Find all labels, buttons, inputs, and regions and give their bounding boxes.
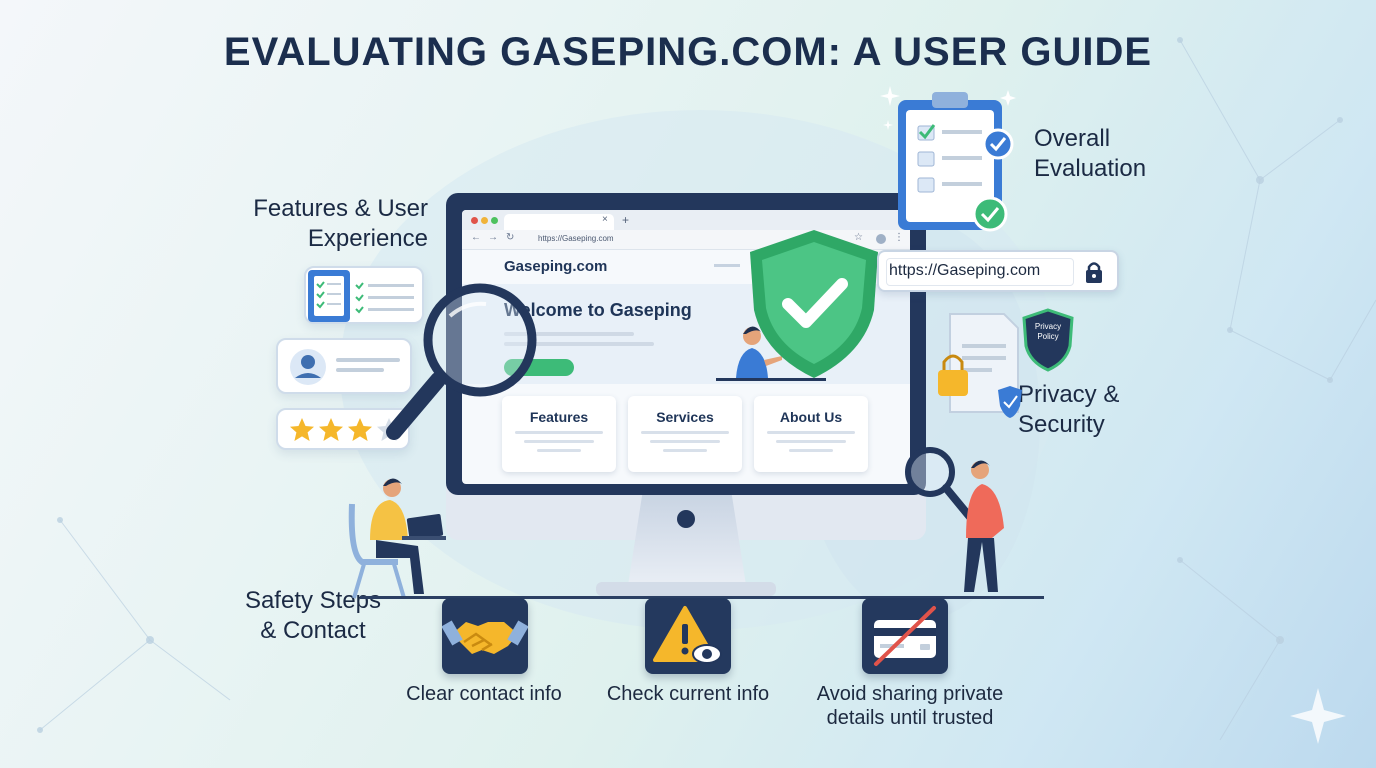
tab-close-icon[interactable]: × [602,214,608,225]
handshake-icon-box [441,598,529,674]
features-card-title: Features [529,409,589,425]
forward-icon[interactable]: → [488,232,498,243]
monitor-power-button [677,510,695,528]
services-card-title: Services [656,409,714,425]
sparkle-decoration [880,86,1016,130]
warning-eye-icon [653,606,722,664]
user-avatar-icon [290,349,400,385]
star-icon [290,418,314,441]
no-card-icon-box [862,598,948,674]
magnifier-icon [386,283,537,440]
privacy-policy-badge: Privacy Policy [1034,322,1062,341]
bookmark-icon[interactable]: ☆ [854,232,863,243]
star-icon [319,418,343,441]
url-field[interactable] [886,258,1074,286]
site-name: Gaseping.com [504,258,608,275]
page-title: EVALUATING GASEPING.COM: A USER GUIDE [223,30,1153,74]
welcome-heading: Welcome to Gaseping [504,300,692,320]
maximize-dot[interactable] [491,217,498,224]
step-caption-private-details: Avoid sharing private details until trus… [816,683,1004,729]
features-card[interactable]: Features [502,396,616,472]
step-caption-contact: Clear contact info [406,683,562,705]
reload-icon[interactable]: ↻ [506,232,515,243]
safety-contact-label: Safety Steps & Contact [244,587,382,644]
monitor-base [596,582,776,596]
address-text[interactable]: https://Gaseping.com [538,234,614,243]
person-with-laptop-illustration [348,478,446,599]
user-profile-card [276,338,412,394]
about-us-card-title: About Us [779,409,843,425]
star-rating [290,418,401,441]
screen-person-illustration [716,326,826,381]
person-with-magnifier-illustration [905,447,1004,592]
monitor-stand [628,495,746,585]
browser-tab[interactable] [504,214,614,230]
handshake-icon [441,620,529,654]
close-dot[interactable] [471,217,478,224]
step-caption-current-info: Check current info [606,683,770,705]
url-text: https://Gaseping.com [889,262,1041,279]
features-ux-label: Features & User Experience [253,195,428,252]
shield-check-icon [750,230,878,378]
nav-line [714,264,740,267]
services-card[interactable]: Services [628,396,742,472]
no-card-icon [874,606,936,666]
menu-icon[interactable]: ⋮ [894,232,904,243]
minimize-dot[interactable] [481,217,488,224]
warning-eye-icon-box [645,598,731,674]
privacy-security-label: Privacy & Security [1018,381,1120,438]
star-icon [348,418,372,441]
back-icon[interactable]: ← [471,232,481,243]
privacy-documents-icon [938,308,1074,418]
about-us-card[interactable]: About Us [754,396,868,472]
checklist-icon [308,270,414,322]
clipboard-evaluation-icon [898,92,1014,232]
overall-evaluation-label: Overall Evaluation [1034,125,1147,182]
new-tab-icon[interactable]: + [622,213,630,227]
checklist-card [304,266,424,324]
hero-text-line [504,342,654,346]
hero-text-line [504,332,634,336]
profile-icon[interactable] [876,234,886,244]
floor-line [360,596,1044,599]
lock-icon [1086,262,1102,283]
